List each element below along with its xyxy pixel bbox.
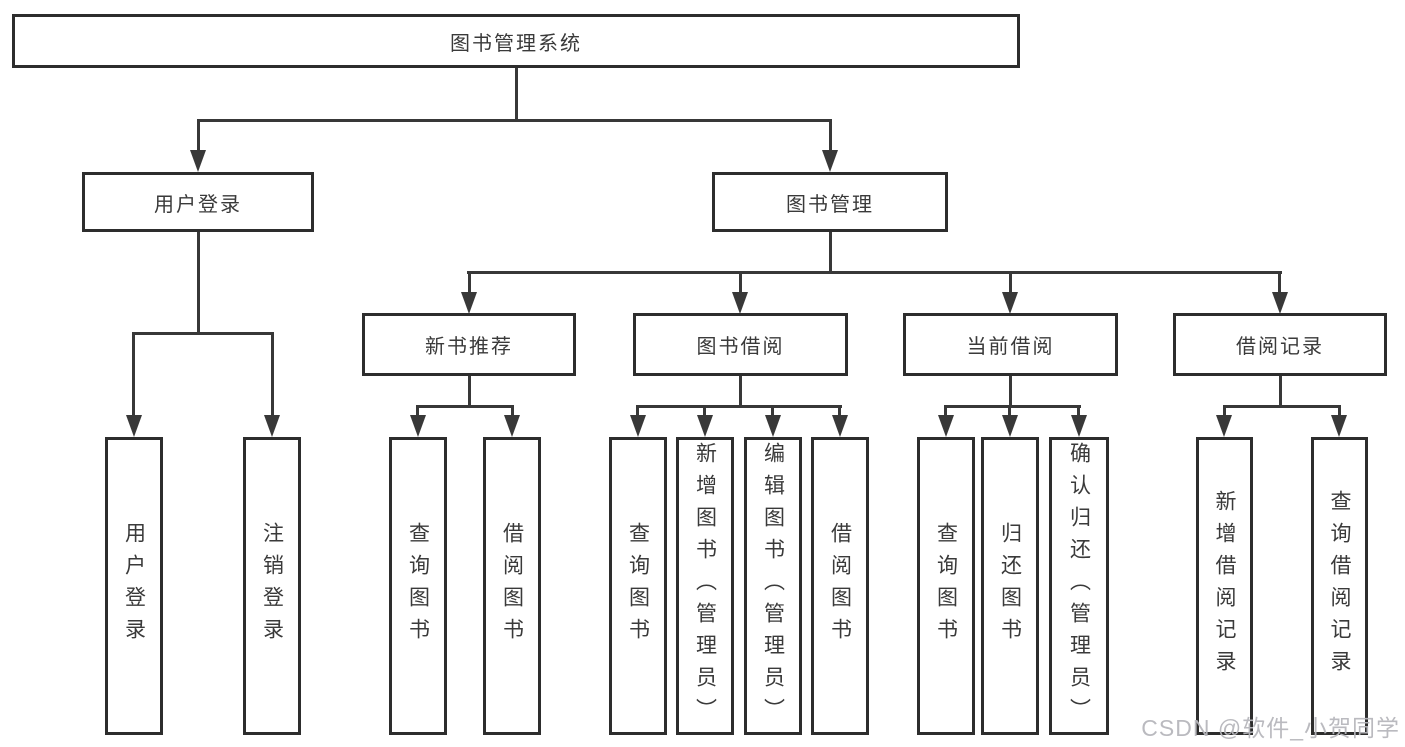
leaf-label: 用户登录: [122, 522, 146, 650]
connector-line: [1009, 376, 1012, 407]
arrow-down-icon: [765, 415, 781, 437]
connector-line: [416, 406, 419, 416]
arrow-down-icon: [832, 415, 848, 437]
node-label: 用户登录: [154, 193, 242, 216]
leaf-label: 查询图书: [934, 522, 958, 650]
node-borrowing-records: 借阅记录: [1173, 313, 1387, 376]
arrow-down-icon: [938, 415, 954, 437]
leaf-confirm-return-admin: 确认归还（管理员）: [1049, 437, 1109, 735]
leaf-label: 查询图书: [626, 522, 650, 650]
connector-line: [511, 406, 514, 416]
connector-line: [1008, 406, 1011, 416]
leaf-user-login: 用户登录: [105, 437, 163, 735]
leaf-logout: 注销登录: [243, 437, 301, 735]
leaf-label: 新增图书（管理员）: [693, 442, 717, 730]
connector-line: [197, 120, 200, 152]
leaf-borrow-books: 借阅图书: [811, 437, 869, 735]
arrow-down-icon: [732, 292, 748, 314]
node-root-system: 图书管理系统: [12, 14, 1020, 68]
node-label: 新书推荐: [425, 336, 513, 358]
leaf-label: 查询图书: [406, 522, 430, 650]
arrow-down-icon: [1331, 415, 1347, 437]
connector-line: [468, 272, 471, 294]
node-book-borrowing: 图书借阅: [633, 313, 848, 376]
connector-line: [829, 232, 832, 273]
leaf-label: 确认归还（管理员）: [1067, 442, 1091, 730]
connector-line: [132, 333, 135, 415]
node-book-management: 图书管理: [712, 172, 948, 232]
connector-line: [739, 376, 742, 407]
arrow-down-icon: [697, 415, 713, 437]
connector-line: [132, 332, 274, 335]
connector-line: [1279, 376, 1282, 407]
connector-line: [703, 406, 706, 416]
connector-line: [1338, 406, 1341, 416]
leaf-label: 借阅图书: [828, 522, 852, 650]
arrow-down-icon: [410, 415, 426, 437]
connector-line: [829, 120, 832, 152]
leaf-query-books-current: 查询图书: [917, 437, 975, 735]
arrow-down-icon: [1071, 415, 1087, 437]
leaf-query-borrow-record: 查询借阅记录: [1311, 437, 1368, 735]
arrow-down-icon: [264, 415, 280, 437]
connector-line: [467, 271, 1282, 274]
connector-line: [636, 406, 639, 416]
node-current-borrowing: 当前借阅: [903, 313, 1118, 376]
leaf-label: 借阅图书: [500, 522, 524, 650]
arrow-down-icon: [1002, 292, 1018, 314]
connector-line: [944, 406, 947, 416]
node-new-book-recommendation: 新书推荐: [362, 313, 576, 376]
node-label: 图书管理: [786, 193, 874, 216]
connector-line: [515, 68, 518, 122]
connector-line: [468, 376, 471, 407]
leaf-label: 新增借阅记录: [1213, 490, 1236, 682]
arrow-down-icon: [630, 415, 646, 437]
arrow-down-icon: [504, 415, 520, 437]
leaf-return-book: 归还图书: [981, 437, 1039, 735]
connector-line: [1223, 405, 1341, 408]
arrow-down-icon: [1002, 415, 1018, 437]
leaf-add-book-admin: 新增图书（管理员）: [676, 437, 734, 735]
connector-line: [771, 406, 774, 416]
leaf-query-books-recommend: 查询图书: [389, 437, 447, 735]
connector-line: [271, 333, 274, 415]
leaf-query-books-borrow: 查询图书: [609, 437, 667, 735]
arrow-down-icon: [1216, 415, 1232, 437]
connector-line: [739, 272, 742, 294]
arrow-down-icon: [1272, 292, 1288, 314]
leaf-add-borrow-record: 新增借阅记录: [1196, 437, 1253, 735]
node-label: 图书借阅: [696, 336, 785, 358]
arrow-down-icon: [190, 150, 206, 172]
node-user-login: 用户登录: [82, 172, 314, 232]
arrow-down-icon: [822, 150, 838, 172]
connector-line: [636, 405, 842, 408]
arrow-down-icon: [461, 292, 477, 314]
leaf-borrow-books-recommend: 借阅图书: [483, 437, 541, 735]
connector-line: [944, 405, 1081, 408]
leaf-label: 注销登录: [260, 522, 284, 650]
connector-line: [416, 405, 514, 408]
connector-line: [1223, 406, 1226, 416]
leaf-label: 归还图书: [998, 522, 1022, 650]
node-label: 当前借阅: [966, 336, 1055, 358]
node-label: 借阅记录: [1236, 336, 1324, 358]
connector-line: [197, 119, 832, 122]
leaf-edit-book-admin: 编辑图书（管理员）: [744, 437, 802, 735]
connector-line: [1278, 272, 1281, 294]
node-label: 图书管理系统: [450, 32, 582, 55]
connector-line: [1009, 272, 1012, 294]
leaf-label: 编辑图书（管理员）: [761, 442, 785, 730]
connector-line: [1077, 406, 1080, 416]
leaf-label: 查询借阅记录: [1328, 490, 1351, 682]
arrow-down-icon: [126, 415, 142, 437]
watermark: CSDN @软件_小贺同学: [1141, 715, 1400, 741]
connector-line: [197, 232, 200, 334]
connector-line: [838, 406, 841, 416]
